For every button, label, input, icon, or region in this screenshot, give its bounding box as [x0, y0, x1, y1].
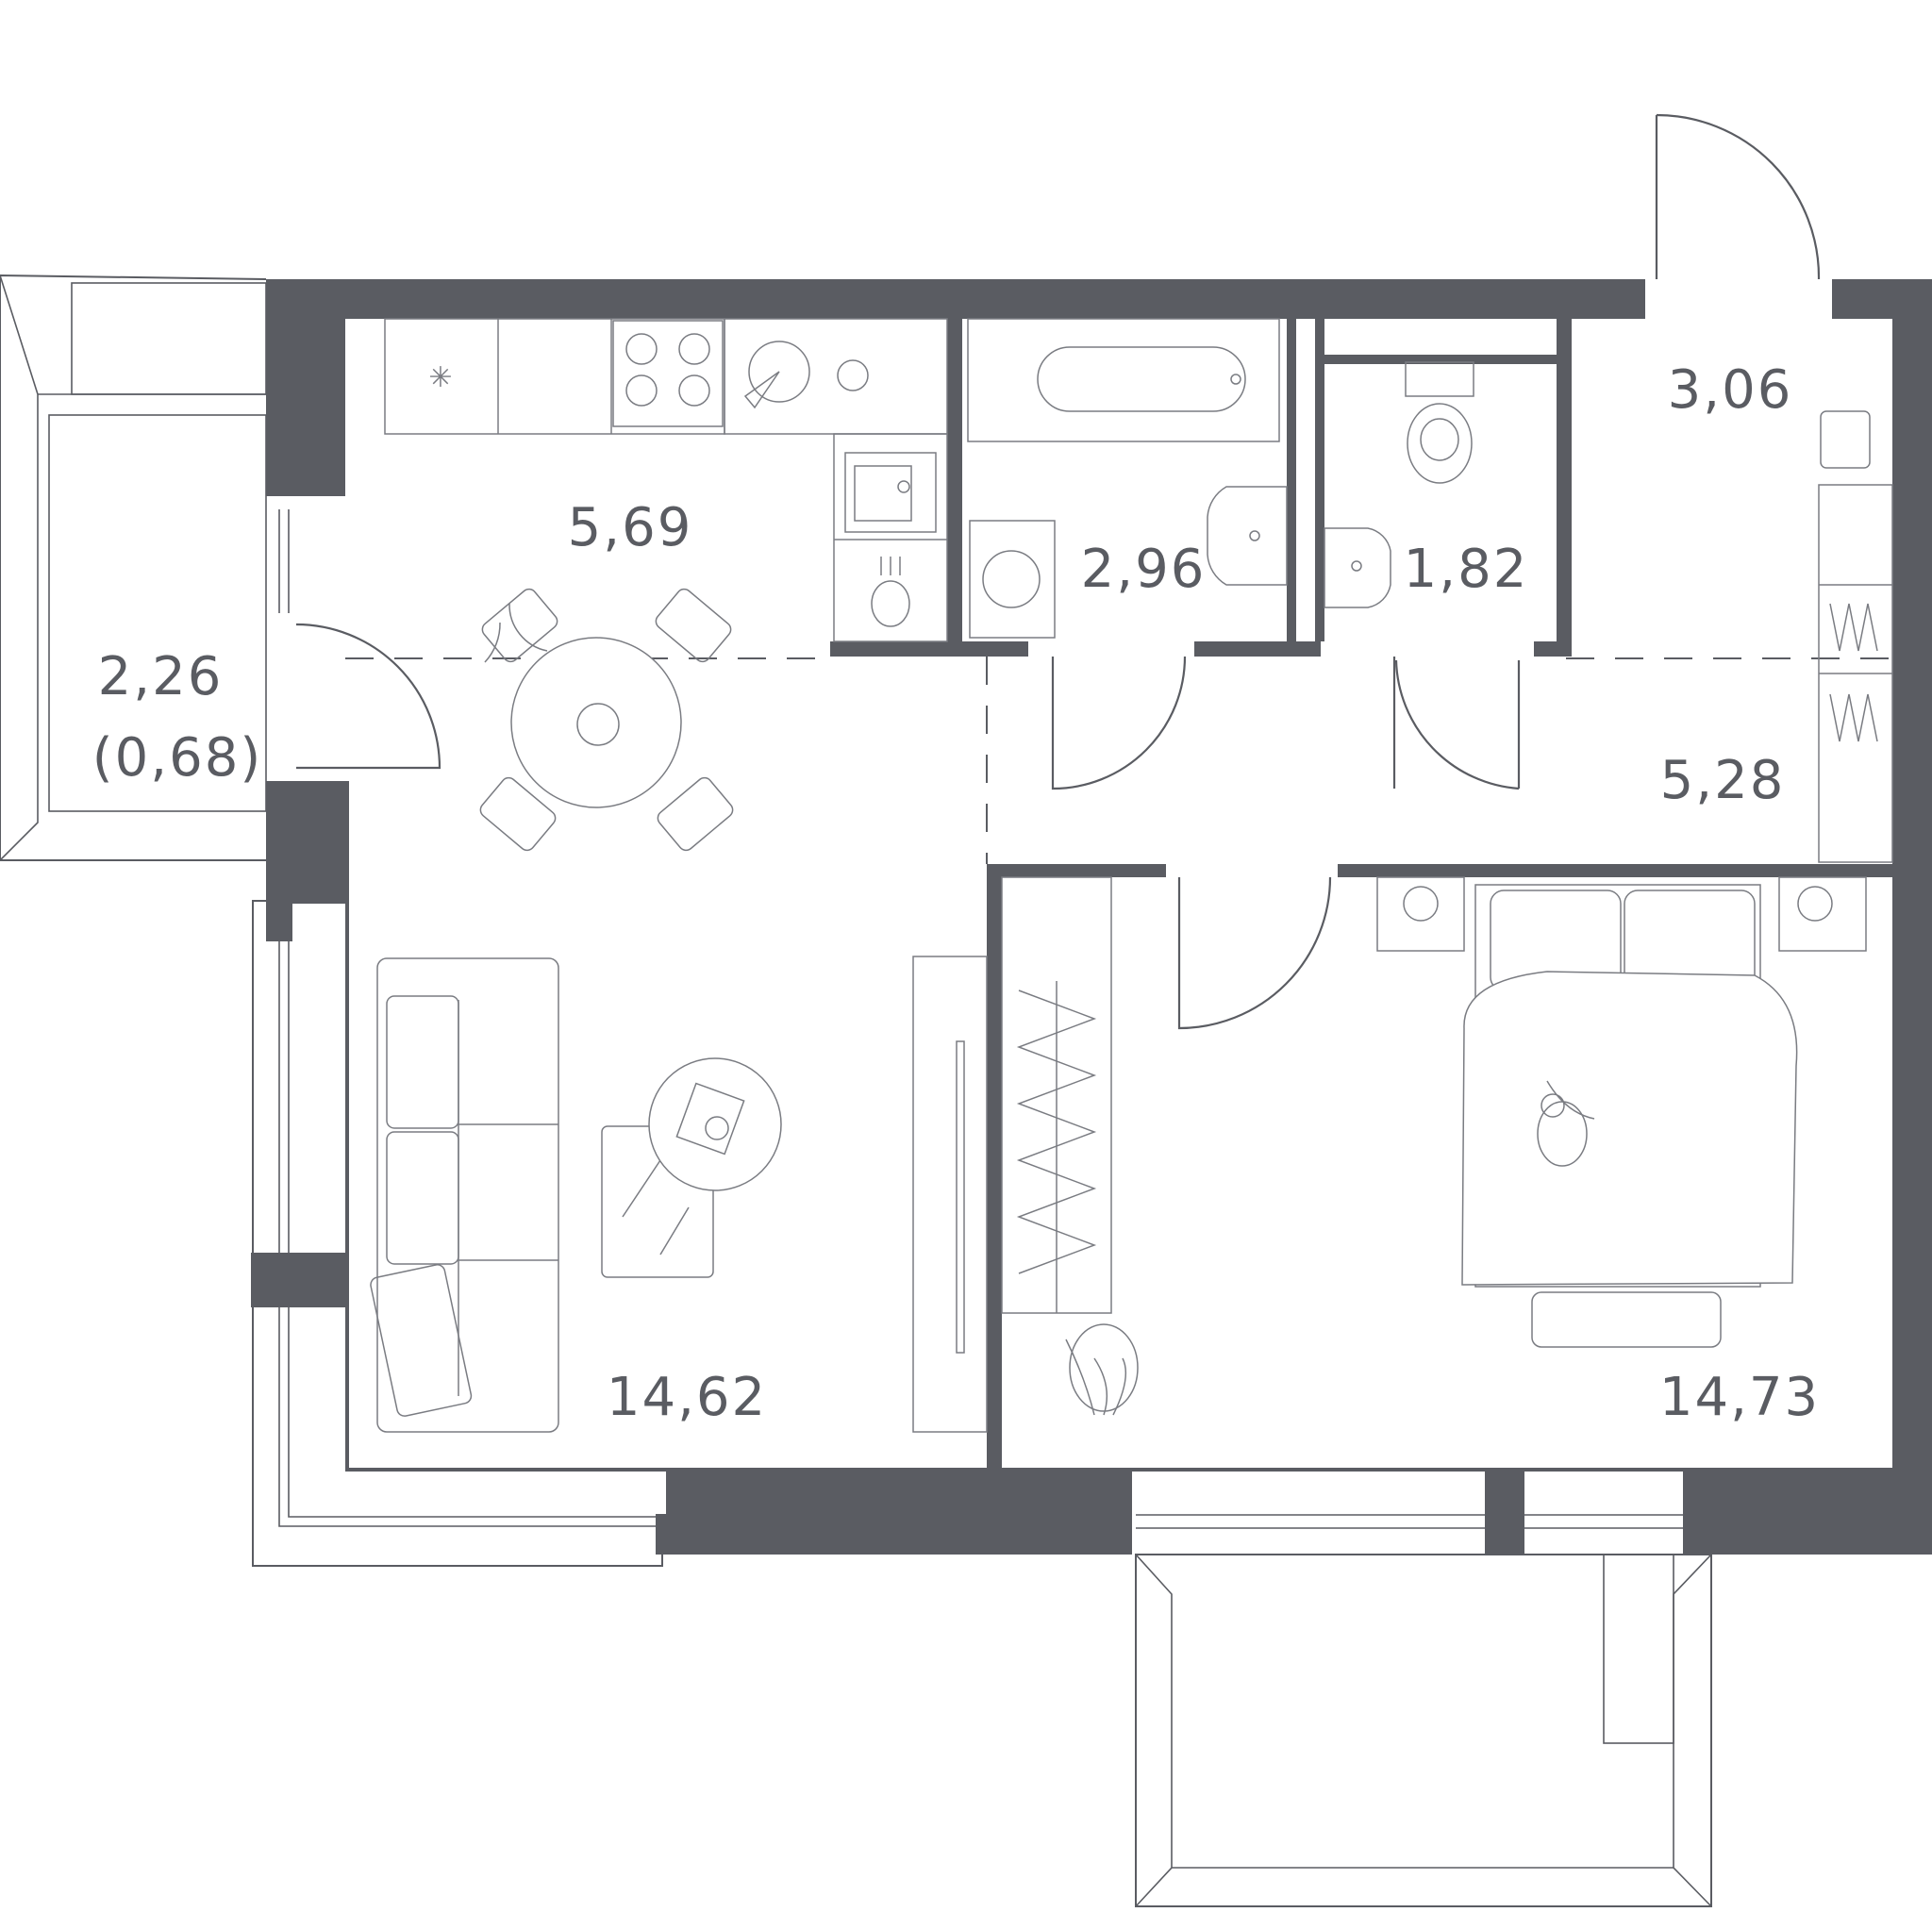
coffee-table: [648, 1057, 782, 1191]
svg-text:✳: ✳: [428, 361, 452, 394]
plant-icon: [1065, 1323, 1139, 1416]
wardrobe: [1001, 876, 1112, 1314]
room-labels: 2,26 (0,68) 5,69 2,96 1,82 3,06 5,28 14,…: [92, 359, 1820, 1428]
living-room-area: 14,62: [607, 1367, 767, 1428]
south-balcony: [1135, 1514, 1712, 1907]
cat-icon: [1537, 1093, 1588, 1167]
dishwasher: [871, 557, 910, 627]
entry-shelf: [1818, 410, 1893, 863]
bedside-mat: [1531, 1291, 1722, 1348]
bed: [1461, 884, 1798, 1288]
west-balcony: [0, 274, 267, 861]
cooktop: [612, 320, 724, 427]
mixer-icon: [837, 359, 869, 391]
toilet-door-swing: [1394, 659, 1520, 790]
balcony-door: [295, 623, 441, 770]
sink: [844, 452, 937, 533]
kitchen-area: 5,69: [568, 497, 693, 558]
washing-machine: [969, 520, 1056, 639]
bathroom-sink: [1207, 486, 1288, 586]
walls: [251, 279, 1932, 1555]
entry-door: [1656, 113, 1821, 280]
entry-area: 3,06: [1668, 359, 1793, 421]
tv-console: [912, 956, 988, 1433]
toilet: [1405, 361, 1474, 484]
hallway-area: 5,28: [1660, 750, 1786, 811]
bathtub: [967, 318, 1280, 442]
pie-icon: [743, 341, 810, 409]
balcony-sub-area: (0,68): [92, 727, 262, 789]
nightstand-right: [1778, 876, 1867, 952]
toilet-area: 1,82: [1404, 539, 1529, 600]
bedroom-door: [1177, 876, 1332, 1030]
bathroom-door: [1051, 656, 1187, 790]
doors: [295, 113, 1821, 1030]
bedroom-area: 14,73: [1659, 1367, 1820, 1428]
dining-table: [479, 588, 734, 852]
nightstand-left: [1376, 876, 1465, 952]
balcony-area: 2,26: [98, 646, 224, 707]
toilet-sink: [1324, 527, 1391, 608]
bathroom-area: 2,96: [1081, 539, 1207, 600]
kitchen-counter: ✳: [384, 318, 948, 642]
zone-lines: [345, 657, 1892, 864]
sofa: [370, 957, 559, 1433]
